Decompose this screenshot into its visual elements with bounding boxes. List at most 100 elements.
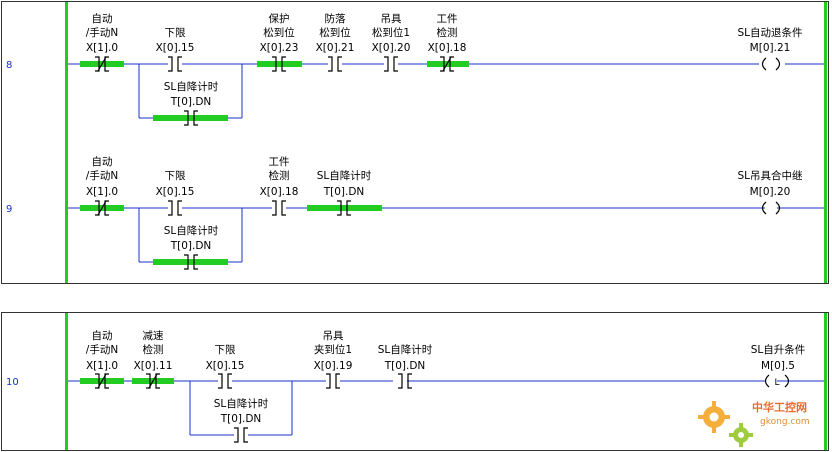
contact-label-line2: /手动N xyxy=(86,26,118,39)
contact-workpiece-detect[interactable]: 工件 检测 X[0].18 xyxy=(427,13,469,72)
gear-icon xyxy=(698,401,730,433)
rung-8[interactable]: 8 自动 /手动N X[1].0 xyxy=(6,12,824,126)
contact-workpiece-detect[interactable]: 工件 检测 X[0].18 xyxy=(260,156,299,216)
contact-label-line2: 下限 xyxy=(165,27,186,39)
rung-9[interactable]: 9 自动 /手动N X[1].0 xyxy=(6,155,824,270)
contact-auto-manual[interactable]: 自动 /手动N X[1].0 xyxy=(80,329,124,389)
branch-contact-sl-timer[interactable]: SL自降计时 T[0].DN xyxy=(153,224,228,270)
contact-label-line1: 减速 xyxy=(143,330,164,342)
right-power-rail xyxy=(824,313,827,450)
contact-label-line2: 检测 xyxy=(269,169,290,182)
contact-spreader-released-1[interactable]: 吊具 松到位1 X[0].20 xyxy=(372,13,411,72)
no-contact-symbol xyxy=(384,56,398,72)
contact-label-line1: 工件 xyxy=(437,13,458,25)
contact-address: X[0].19 xyxy=(314,360,353,372)
contact-label-line2: SL自降计时 xyxy=(317,169,372,182)
contact-antidrop-released[interactable]: 防落 松到位 X[0].21 xyxy=(316,12,355,72)
ladder-canvas-top: 8 自动 /手动N X[1].0 xyxy=(6,2,827,283)
contact-label-line1: SL自降计时 xyxy=(214,397,269,410)
contact-label-line1: 吊具 xyxy=(381,13,402,25)
contact-decel-detect[interactable]: 减速 检测 X[0].11 xyxy=(132,330,174,389)
contact-protect-released[interactable]: 保护 松到位 X[0].23 xyxy=(257,12,302,72)
coil-name: SL自动退条件 xyxy=(737,26,802,39)
contact-sl-timer[interactable]: SL自降计时 T[0].DN xyxy=(307,169,382,216)
no-contact-symbol xyxy=(328,56,342,72)
nc-contact-symbol xyxy=(146,373,160,389)
nc-contact-symbol xyxy=(95,373,109,389)
watermark-cn: 中华工控网 xyxy=(752,400,807,414)
output-latch-coil[interactable]: SL自升条件 M[0].5 L xyxy=(751,343,806,388)
contact-address: X[0].15 xyxy=(206,360,245,372)
contact-label-line1: 吊具 xyxy=(323,330,344,342)
contact-label-line1: 自动 xyxy=(92,12,113,25)
no-contact-symbol xyxy=(184,110,198,126)
contact-lower-limit[interactable]: 下限 X[0].15 xyxy=(156,170,195,216)
coil-address: M[0].5 xyxy=(761,360,795,372)
contact-spreader-clamped-1[interactable]: 吊具 夹到位1 X[0].19 xyxy=(314,330,353,389)
contact-lower-limit[interactable]: 下限 X[0].15 xyxy=(206,344,245,389)
contact-address: X[0].21 xyxy=(316,42,355,54)
coil-name: SL吊具合中继 xyxy=(737,169,802,182)
ladder-canvas-bottom: 10 自动 /手动N X[1].0 xyxy=(6,313,827,450)
coil-symbol xyxy=(761,201,781,215)
contact-label-line2: 夹到位1 xyxy=(314,343,352,356)
left-power-rail xyxy=(65,2,68,283)
output-coil[interactable]: SL自动退条件 M[0].21 xyxy=(737,26,803,71)
contact-label-line2: SL自降计时 xyxy=(378,343,433,356)
nc-contact-symbol xyxy=(440,56,454,72)
coil-latch-symbol: L xyxy=(774,378,779,388)
active-highlight xyxy=(257,61,302,67)
contact-label-line2: 下限 xyxy=(215,344,236,356)
contact-label-line1: 保护 xyxy=(269,12,290,25)
coil-symbol xyxy=(761,57,781,71)
contact-auto-manual[interactable]: 自动 /手动N X[1].0 xyxy=(80,12,124,72)
coil-name: SL自升条件 xyxy=(751,343,806,356)
contact-address: X[0].18 xyxy=(428,42,467,54)
contact-address: T[0].DN xyxy=(384,360,426,372)
no-contact-symbol xyxy=(234,427,248,443)
contact-address: X[0].15 xyxy=(156,186,195,198)
no-contact-symbol xyxy=(168,200,182,216)
nc-contact-symbol xyxy=(95,200,109,216)
contact-sl-timer[interactable]: SL自降计时 T[0].DN xyxy=(378,343,433,389)
contact-label-line1: SL自降计时 xyxy=(164,80,219,93)
contact-label-line2: /手动N xyxy=(86,343,118,356)
contact-label-line2: 松到位 xyxy=(319,26,351,39)
rung-wire xyxy=(68,63,824,119)
no-contact-symbol xyxy=(168,56,182,72)
active-highlight xyxy=(427,61,469,67)
contact-label-line2: 下限 xyxy=(165,170,186,182)
gear-small-icon xyxy=(729,423,753,447)
active-highlight xyxy=(307,205,382,211)
no-contact-symbol xyxy=(337,200,351,216)
contact-label-line1: 自动 xyxy=(92,155,113,168)
watermark-en: gkong.com xyxy=(760,417,810,427)
rung-number: 10 xyxy=(6,377,19,388)
no-contact-symbol xyxy=(218,373,232,389)
nc-contact-symbol xyxy=(95,56,109,72)
active-highlight xyxy=(153,259,228,265)
no-contact-symbol xyxy=(272,200,286,216)
ladder-panel-bottom: 10 自动 /手动N X[1].0 xyxy=(1,312,829,451)
contact-label-line2: 松到位1 xyxy=(372,26,410,39)
contact-lower-limit[interactable]: 下限 X[0].15 xyxy=(156,27,195,72)
ladder-panel-top: 8 自动 /手动N X[1].0 xyxy=(1,1,829,284)
contact-address: T[0].DN xyxy=(220,413,262,425)
no-contact-symbol xyxy=(398,373,412,389)
no-contact-symbol xyxy=(272,56,286,72)
contact-address: T[0].DN xyxy=(170,240,212,252)
no-contact-symbol xyxy=(184,254,198,270)
contact-address: T[0].DN xyxy=(323,186,365,198)
contact-auto-manual[interactable]: 自动 /手动N X[1].0 xyxy=(80,155,124,216)
rung-10[interactable]: 10 自动 /手动N X[1].0 xyxy=(6,329,824,443)
coil-address: M[0].21 xyxy=(750,42,791,54)
rung-number: 8 xyxy=(6,60,12,71)
contact-address: T[0].DN xyxy=(170,96,212,108)
branch-contact-sl-timer[interactable]: SL自降计时 T[0].DN xyxy=(153,80,228,126)
branch-contact-sl-timer[interactable]: SL自降计时 T[0].DN xyxy=(214,397,269,443)
rung-number: 9 xyxy=(6,204,12,215)
right-power-rail xyxy=(824,2,827,283)
output-coil[interactable]: SL吊具合中继 M[0].20 xyxy=(737,169,803,215)
no-contact-symbol xyxy=(326,373,340,389)
contact-address: X[1].0 xyxy=(86,186,118,198)
